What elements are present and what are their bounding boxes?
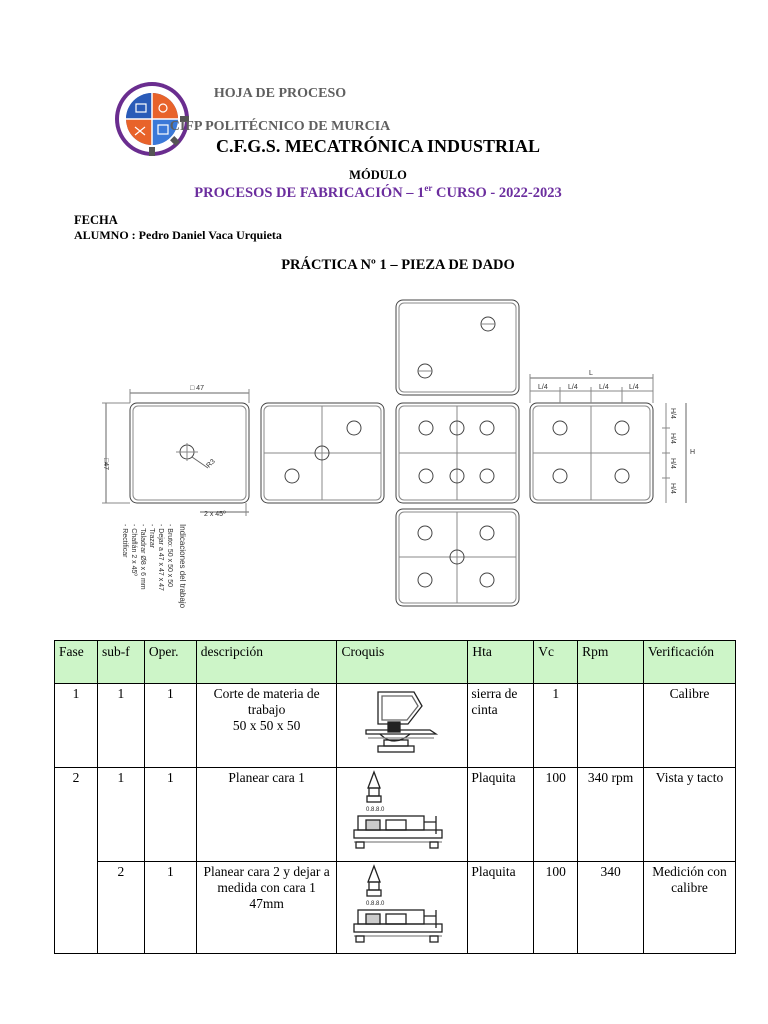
quarter-h-label-3: H/4 bbox=[669, 458, 676, 469]
cell-vc: 100 bbox=[533, 861, 579, 954]
school-logo bbox=[115, 82, 189, 156]
program-name: C.F.G.S. MECATRÓNICA INDUSTRIAL bbox=[215, 136, 541, 156]
cell-hta: Plaquita bbox=[467, 767, 535, 862]
cell-oper: 1 bbox=[143, 767, 197, 862]
cell-subf: 2 bbox=[96, 861, 145, 954]
cell-fase: 1 bbox=[54, 683, 98, 768]
cell-rpm: 340 bbox=[577, 861, 644, 954]
cell-descripcion: Planear cara 1 bbox=[195, 767, 338, 862]
svg-text:0.8.8.0: 0.8.8.0 bbox=[366, 807, 385, 813]
quarter-l-label-3: L/4 bbox=[599, 384, 609, 391]
header-hta: Hta bbox=[467, 640, 535, 684]
note-4: - Taladrar Ø8 x 6 mm bbox=[139, 524, 146, 590]
table-row: 2 1 Planear cara 2 y dejar a medida con … bbox=[55, 861, 736, 954]
height-label: H bbox=[690, 449, 695, 456]
work-notes: Indicaciones del trabajo - Bruto: 50 x 5… bbox=[121, 524, 187, 609]
cell-hta: Plaquita bbox=[467, 861, 535, 954]
table-header-row: Fase sub-f Oper. descripción Croquis Hta… bbox=[54, 640, 736, 684]
chamfer-label: 2 x 45º bbox=[204, 511, 226, 518]
dice-technical-drawing: □ 47 □47 R3 2 x 45º bbox=[102, 299, 695, 609]
header-vc: Vc bbox=[533, 640, 579, 684]
cell-fase: 2 bbox=[54, 767, 98, 954]
quarter-l-label-4: L/4 bbox=[629, 384, 639, 391]
cell-croquis bbox=[336, 683, 469, 768]
cell-descripcion: Corte de materia de trabajo 50 x 50 x 50 bbox=[195, 683, 338, 768]
cell-oper: 1 bbox=[143, 683, 197, 768]
document-title: HOJA DE PROCESO bbox=[213, 86, 347, 101]
cell-croquis: 0.8.8.0 bbox=[336, 861, 469, 954]
header-croquis: Croquis bbox=[336, 640, 469, 684]
cell-rpm: 340 rpm bbox=[577, 767, 644, 862]
date-label: FECHA bbox=[74, 213, 118, 227]
note-3: - Trazar bbox=[148, 524, 155, 549]
note-6: - Rectificar bbox=[121, 524, 128, 558]
header-oper: Oper. bbox=[143, 640, 197, 684]
cell-verificacion: Calibre bbox=[643, 683, 736, 768]
cell-verificacion: Vista y tacto bbox=[643, 767, 736, 862]
cell-vc: 1 bbox=[533, 683, 579, 768]
length-label: L bbox=[589, 370, 593, 377]
cell-hta: sierra de cinta bbox=[467, 683, 535, 768]
process-table: Fase sub-f Oper. descripción Croquis Hta… bbox=[54, 640, 736, 954]
milling-sketch: 0.8.8.0 bbox=[353, 864, 444, 943]
student-name: ALUMNO : Pedro Daniel Vaca Urquieta bbox=[74, 228, 282, 242]
quarter-h-label-2: H/4 bbox=[669, 433, 676, 444]
svg-text:0.8.8.0: 0.8.8.0 bbox=[366, 901, 385, 907]
milling-sketch: 0.8.8.0 bbox=[353, 770, 444, 849]
module-name: PROCESOS DE FABRICACIÓN – 1er CURSO - 20… bbox=[194, 183, 562, 201]
header-subf: sub-f bbox=[96, 640, 145, 684]
table-row: 1 1 1 Corte de materia de trabajo 50 x 5… bbox=[54, 683, 736, 768]
note-1: - Bruto: 50 x 50 x 50 bbox=[166, 524, 173, 587]
quarter-l-label-1: L/4 bbox=[538, 384, 548, 391]
face-three bbox=[260, 402, 385, 504]
header-fase: Fase bbox=[54, 640, 98, 684]
front-view: □ 47 □47 R3 2 x 45º bbox=[102, 385, 250, 518]
module-label: MÓDULO bbox=[349, 168, 407, 182]
cell-verificacion: Medición con calibre bbox=[643, 861, 736, 954]
cell-vc: 100 bbox=[533, 767, 579, 862]
header-descripcion: descripción bbox=[195, 640, 338, 684]
face-two bbox=[395, 299, 520, 396]
note-5: - Chaflán 2 x 45º bbox=[130, 524, 137, 576]
cell-croquis: 0.8.8.0 bbox=[336, 767, 469, 862]
header-verificacion: Verificación bbox=[643, 640, 736, 684]
quarter-h-label-4: H/4 bbox=[669, 483, 676, 494]
practice-title: PRÁCTICA Nº 1 – PIEZA DE DADO bbox=[281, 257, 515, 273]
cell-subf: 1 bbox=[96, 767, 145, 862]
dim-top: □ 47 bbox=[190, 385, 204, 392]
face-four: L H L/4 L/4 L/4 L/4 H/4 H/4 H/4 H/4 bbox=[529, 370, 695, 504]
cell-descripcion: Planear cara 2 y dejar a medida con cara… bbox=[195, 861, 338, 954]
quarter-h-label-1: H/4 bbox=[669, 408, 676, 419]
face-six bbox=[395, 402, 520, 504]
cell-oper: 1 bbox=[143, 861, 197, 954]
note-2: - Dejar a 47 x 47 x 47 bbox=[157, 524, 164, 591]
band-saw-sketch bbox=[365, 691, 439, 753]
radius-label: R3 bbox=[205, 458, 216, 469]
notes-title: Indicaciones del trabajo bbox=[178, 524, 187, 609]
face-five bbox=[395, 508, 520, 607]
dim-side: □47 bbox=[102, 458, 109, 470]
quarter-l-label-2: L/4 bbox=[568, 384, 578, 391]
cell-subf: 1 bbox=[96, 683, 145, 768]
table-row: 2 1 1 Planear cara 1 0.8.8.0 Plaquita 10… bbox=[54, 767, 736, 954]
cell-rpm bbox=[577, 683, 644, 768]
school-name: CIFP POLITÉCNICO DE MURCIA bbox=[169, 119, 391, 134]
header-rpm: Rpm bbox=[577, 640, 644, 684]
